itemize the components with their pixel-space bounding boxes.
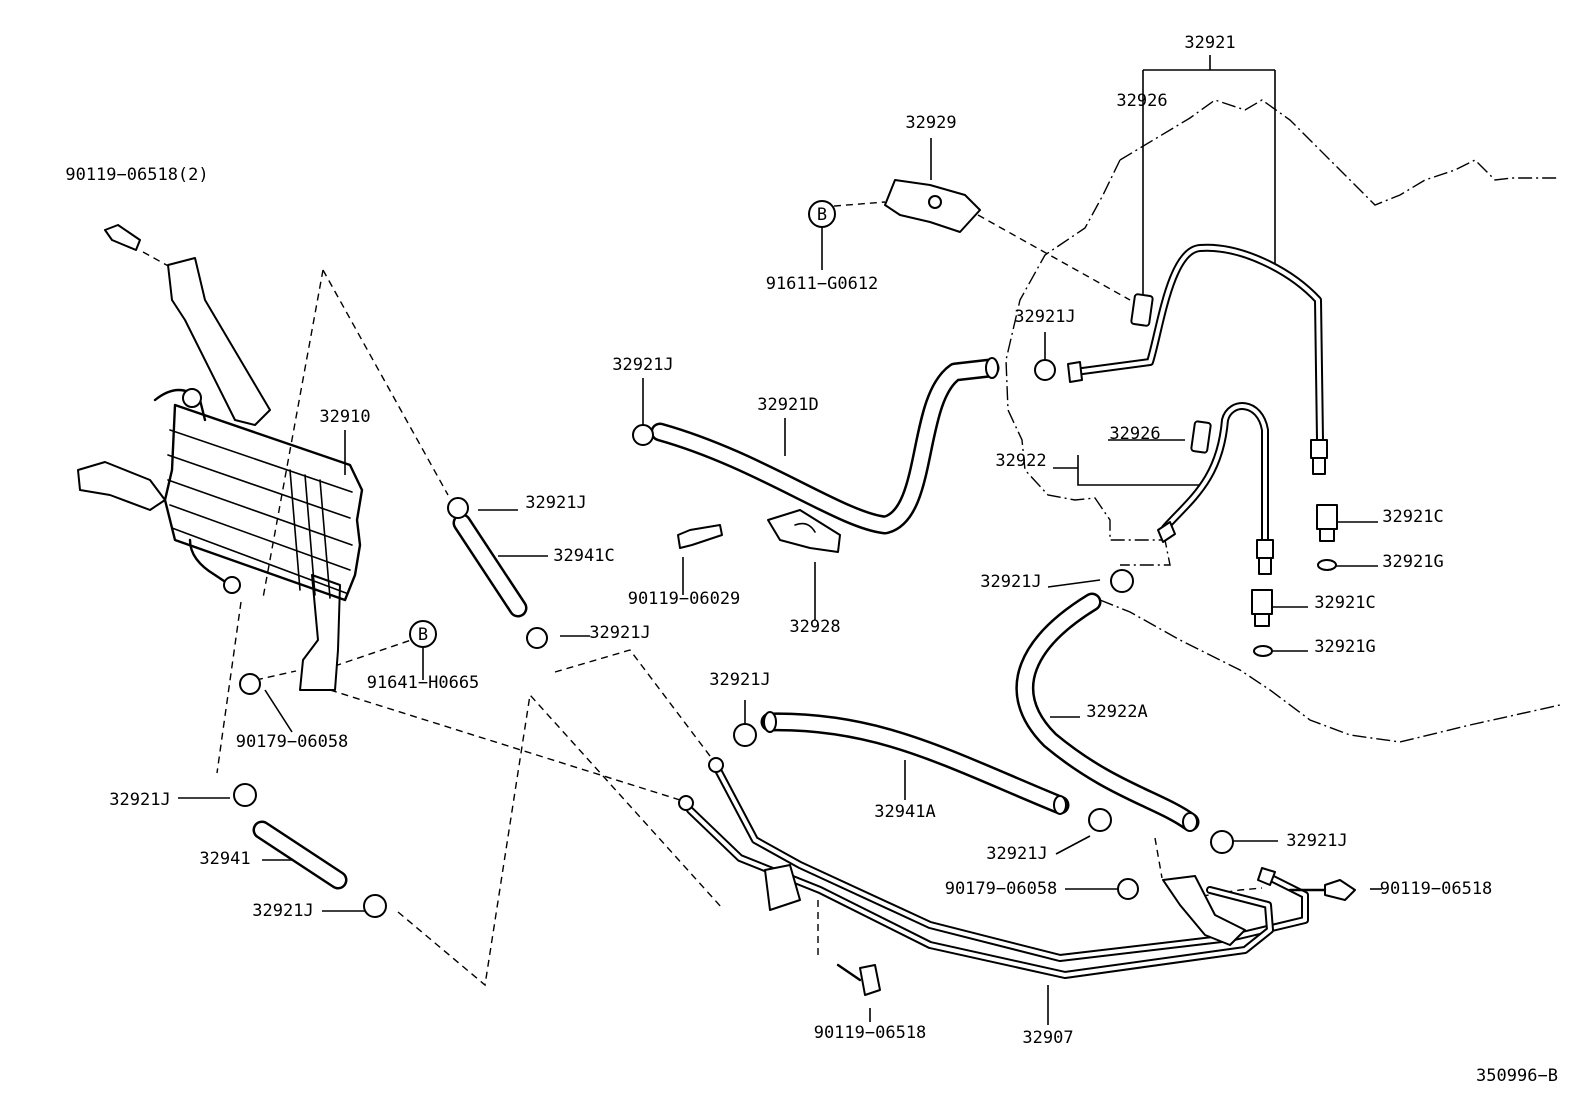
clip-32928 [767, 509, 841, 553]
union-32921c-2 [1251, 589, 1273, 615]
bolt-90119-06029 [677, 524, 723, 549]
part-labels: 32921 32926 32929 90119−06518(2) 91611−G… [65, 33, 1558, 1086]
nut-90179-06058-left [239, 673, 261, 695]
label-90119-06029: 90119−06029 [628, 589, 741, 609]
label-32921j-left: 32921J [612, 355, 673, 375]
bolt-90119-06518-top [104, 224, 141, 251]
label-32941a: 32941A [874, 802, 935, 822]
oil-cooler-assembly [77, 257, 364, 691]
sleeve-32926-mid [1190, 420, 1212, 454]
assembly-dashed-lines [142, 201, 1263, 987]
label-90119-06518-bottom: 90119−06518 [814, 1023, 927, 1043]
label-32907: 32907 [1022, 1028, 1073, 1048]
reference-marker-b-top [808, 200, 836, 228]
label-32921j-c2: 32921J [589, 623, 650, 643]
label-32910: 32910 [319, 407, 370, 427]
label-32921j-lowleft: 32921J [109, 790, 170, 810]
label-32921j-bottom: 32921J [252, 901, 313, 921]
label-90119-06518-2: 90119−06518(2) [65, 165, 208, 185]
label-32926-top: 32926 [1116, 91, 1167, 111]
label-32921j-right: 32921J [1286, 831, 1347, 851]
label-32921j-lowc: 32921J [986, 844, 1047, 864]
engine-outline [1005, 99, 1561, 743]
gasket-32921g-1 [1317, 559, 1337, 571]
label-32926-mid: 32926 [1109, 424, 1160, 444]
label-32921c-2: 32921C [1314, 593, 1375, 613]
small-parts: B B [104, 179, 1356, 996]
reference-marker-b-left [409, 620, 437, 648]
label-32921j-c1: 32921J [525, 493, 586, 513]
label-90179-06058-right: 90179−06058 [945, 879, 1058, 899]
label-32921j-lowmid: 32921J [709, 670, 770, 690]
label-32921c-1: 32921C [1382, 507, 1443, 527]
gasket-32921g-2 [1253, 645, 1273, 657]
label-90179-06058-left: 90179−06058 [236, 732, 349, 752]
label-32941c: 32941C [553, 546, 614, 566]
label-32921j-upper: 32921J [1014, 307, 1075, 327]
union-32921c-1 [1316, 504, 1338, 530]
label-32921j-mid: 32921J [980, 572, 1041, 592]
steel-tubes [678, 243, 1328, 979]
label-32928: 32928 [789, 617, 840, 637]
bolt-90119-06518-right [1324, 879, 1356, 901]
label-32921g-2: 32921G [1314, 637, 1375, 657]
sleeve-32926-top [1130, 293, 1154, 327]
label-32929: 32929 [905, 113, 956, 133]
label-90119-06518-right: 90119−06518 [1380, 879, 1493, 899]
label-32921: 32921 [1184, 33, 1235, 53]
label-32921g-1: 32921G [1382, 552, 1443, 572]
reference-marker-b-left-label: B [418, 625, 428, 645]
label-32922a: 32922A [1086, 702, 1147, 722]
label-32941: 32941 [199, 849, 250, 869]
nut-90179-06058-right [1117, 878, 1139, 900]
label-91641-h0665: 91641−H0665 [367, 673, 480, 693]
clamp-32921j-group [233, 359, 1234, 918]
bolt-90119-06518-bottom [859, 964, 881, 996]
hoses [252, 357, 1200, 890]
leader-lines [178, 55, 1382, 1025]
label-32922: 32922 [995, 451, 1046, 471]
reference-marker-b-top-label: B [817, 205, 827, 225]
label-91611-g0612: 91611−G0612 [766, 274, 879, 294]
label-32921d: 32921D [757, 395, 818, 415]
drawing-code: 350996−B [1476, 1066, 1558, 1086]
